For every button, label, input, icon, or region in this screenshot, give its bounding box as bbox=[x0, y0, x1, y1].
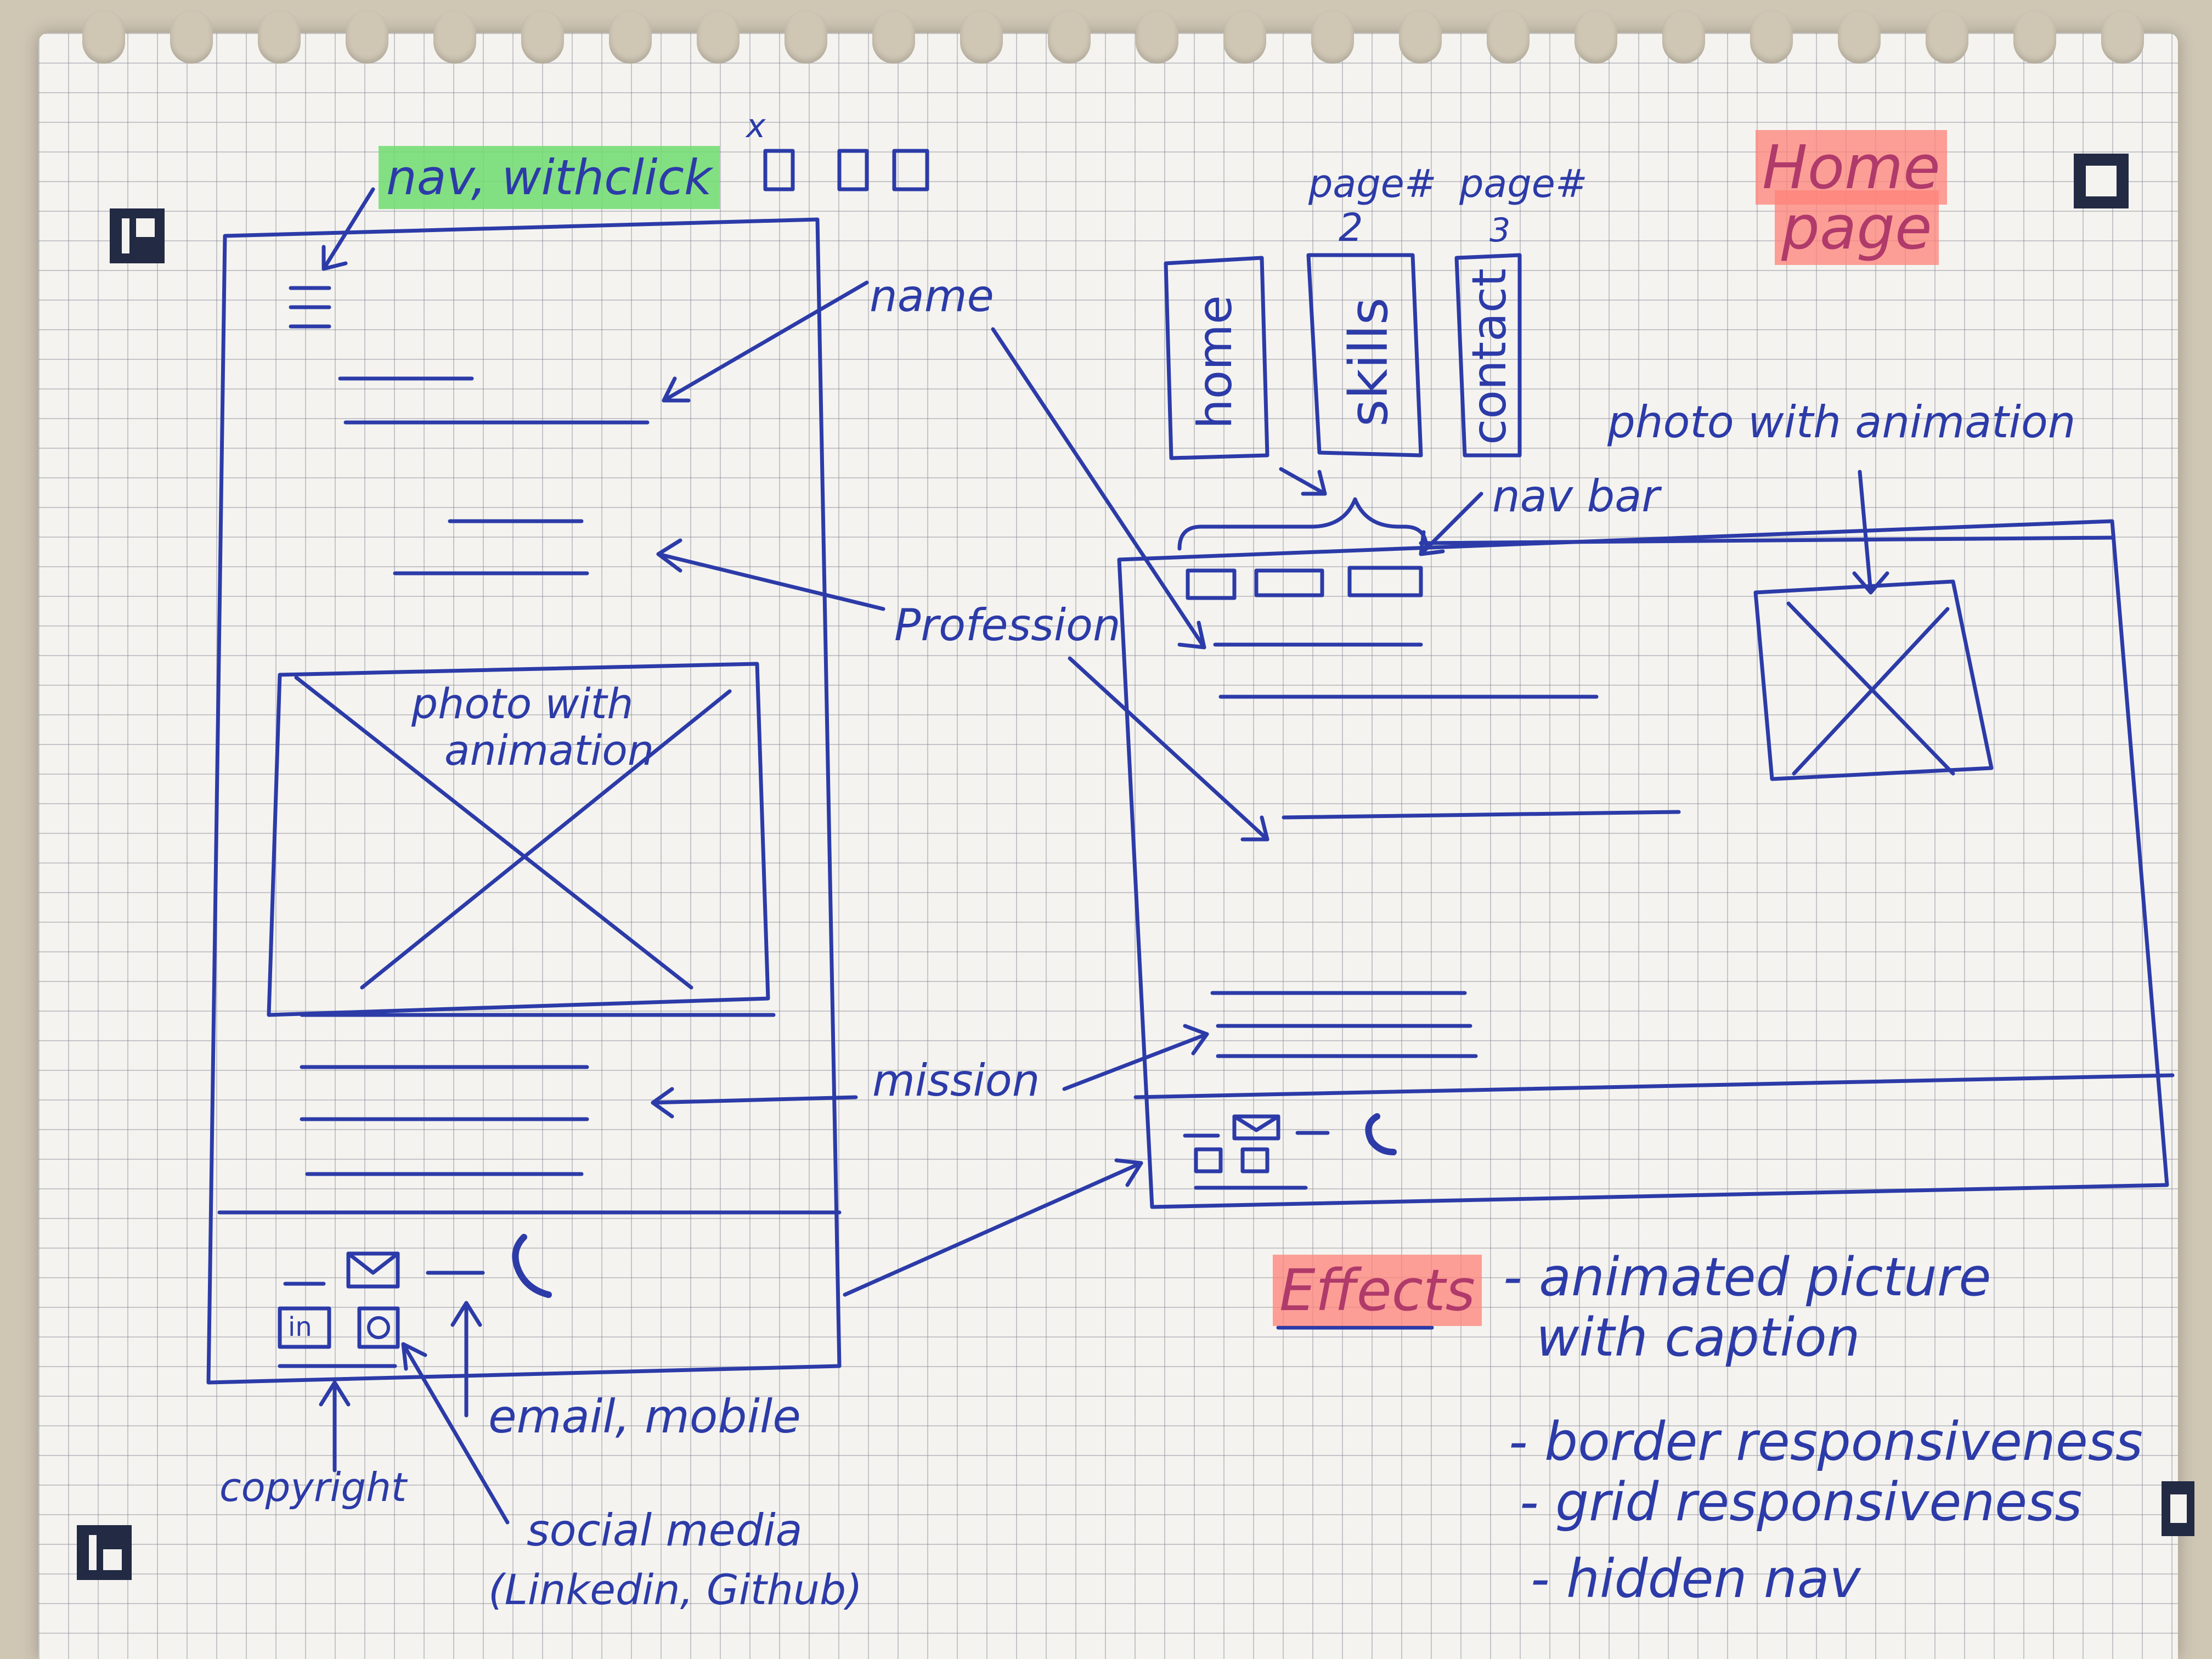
annotation-photo-with-animation: photo with animation bbox=[1607, 397, 2076, 448]
corner-marker-icon bbox=[2074, 154, 2129, 208]
mobile-photo-box bbox=[267, 662, 770, 1017]
annotation-profession: Profession bbox=[894, 600, 1121, 651]
binding-hole bbox=[785, 10, 827, 64]
binding-hole bbox=[82, 10, 125, 64]
effects-item: - grid responsiveness bbox=[1520, 1471, 2083, 1533]
phone-icon bbox=[1365, 1113, 1397, 1155]
linkedin-glyph: in bbox=[288, 1312, 312, 1342]
binding-hole bbox=[170, 10, 213, 64]
tab-skills-header: page# bbox=[1308, 161, 1437, 206]
nav-icon-box bbox=[892, 149, 929, 191]
binding-hole bbox=[1926, 10, 1968, 64]
grid-paper-sheet bbox=[38, 33, 2178, 1659]
tab-skills bbox=[1306, 253, 1423, 458]
tab-contact-label: contact bbox=[1462, 268, 1517, 445]
binding-hole bbox=[1311, 10, 1354, 64]
binding-hole bbox=[2101, 10, 2144, 64]
corner-marker-icon bbox=[2162, 1481, 2194, 1536]
github-icon bbox=[357, 1306, 400, 1349]
annotation-name: name bbox=[870, 270, 994, 321]
effects-item: - animated picture bbox=[1503, 1246, 1991, 1308]
linkedin-icon bbox=[278, 1306, 331, 1349]
mobile-frame bbox=[206, 217, 842, 1385]
mobile-photo-caption-line2: animation bbox=[444, 726, 654, 775]
annotation-copyright: copyright bbox=[219, 1464, 407, 1510]
annotation-social-media-line2: (Linkedin, Github) bbox=[488, 1565, 862, 1614]
binding-hole bbox=[258, 10, 301, 64]
desktop-nav-box bbox=[1186, 568, 1237, 600]
effects-item: - hidden nav bbox=[1531, 1548, 1861, 1610]
nav-with-click-label: nav, withclick bbox=[379, 146, 720, 209]
tab-skills-label: skills bbox=[1338, 297, 1400, 427]
corner-marker-icon bbox=[77, 1525, 132, 1580]
effects-item: with caption bbox=[1536, 1307, 1860, 1368]
binding-hole bbox=[433, 10, 476, 64]
binding-hole bbox=[1136, 10, 1178, 64]
tab-skills-header-num: 2 bbox=[1339, 205, 1363, 250]
binding-hole bbox=[1662, 10, 1705, 64]
binding-hole bbox=[872, 10, 915, 64]
tab-contact-header: page# bbox=[1459, 161, 1588, 206]
effects-heading: Effects bbox=[1273, 1255, 1482, 1326]
annotation-email-mobile: email, mobile bbox=[488, 1390, 801, 1443]
mobile-photo-caption-line1: photo with bbox=[411, 679, 634, 728]
tab-contact-header-num: 3 bbox=[1489, 211, 1511, 250]
page-title-line2: page bbox=[1775, 190, 1939, 265]
tab-contact bbox=[1454, 253, 1522, 458]
annotation-mission: mission bbox=[872, 1055, 1040, 1106]
nav-icon-box bbox=[763, 149, 795, 191]
binding-hole bbox=[1399, 10, 1442, 64]
binding-hole bbox=[960, 10, 1003, 64]
binding-hole bbox=[1575, 10, 1617, 64]
binding-hole bbox=[1223, 10, 1266, 64]
phone-icon bbox=[512, 1234, 552, 1298]
desktop-frame bbox=[1117, 519, 2169, 1209]
annotation-nav-bar: nav bar bbox=[1492, 471, 1660, 522]
effects-item: - border responsiveness bbox=[1509, 1411, 2143, 1472]
binding-hole bbox=[1487, 10, 1530, 64]
binding-hole bbox=[1048, 10, 1091, 64]
page-title-line1: Home bbox=[1756, 130, 1947, 205]
desktop-photo-box bbox=[1753, 579, 1994, 781]
binding-hole bbox=[1750, 10, 1793, 64]
binding-hole bbox=[609, 10, 652, 64]
binding-hole bbox=[697, 10, 740, 64]
tab-home-label: home bbox=[1188, 295, 1243, 429]
annotation-social-media-line1: social media bbox=[527, 1505, 803, 1556]
binding-hole bbox=[521, 10, 564, 64]
nav-bar-brace bbox=[1177, 497, 1429, 551]
desktop-nav-box bbox=[1254, 568, 1324, 597]
email-icon bbox=[346, 1251, 400, 1289]
desktop-nav-box bbox=[1347, 566, 1423, 597]
binding-hole bbox=[1838, 10, 1881, 64]
close-x-label: x bbox=[746, 107, 766, 145]
corner-marker-icon bbox=[110, 208, 165, 263]
binding-hole bbox=[2013, 10, 2056, 64]
tab-home bbox=[1164, 256, 1269, 460]
annotation-nav-with-click: nav, withclick bbox=[379, 146, 720, 209]
binding-hole bbox=[346, 10, 388, 64]
nav-icon-box bbox=[837, 149, 869, 191]
desktop-footer-divider bbox=[1133, 1073, 2175, 1099]
desktop-profession-line bbox=[1282, 810, 1681, 820]
